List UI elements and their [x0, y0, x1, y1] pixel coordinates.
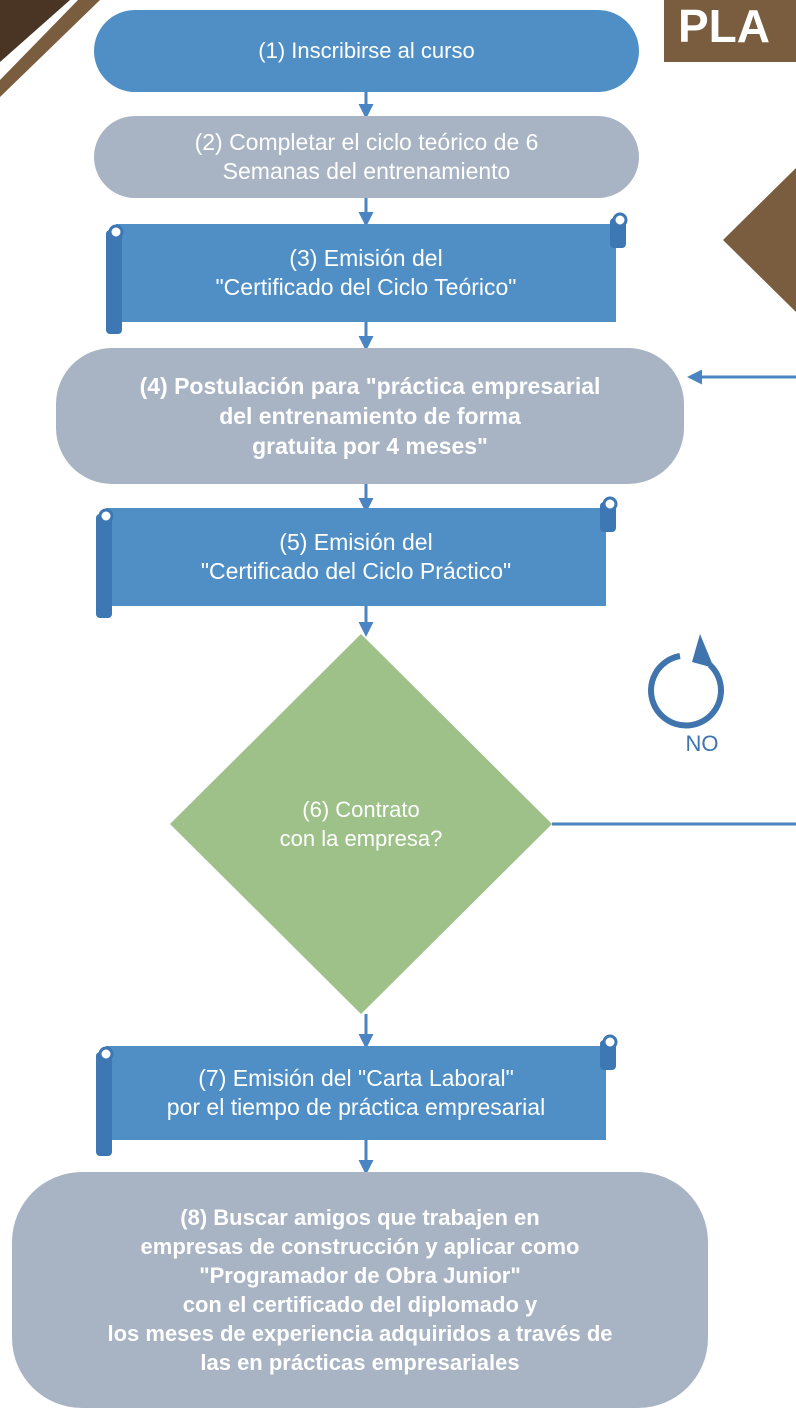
loop-arrow-icon — [648, 634, 724, 729]
step-5-text-box: (5) Emisión del "Certificado del Ciclo P… — [106, 508, 606, 606]
step-1-enroll: (1) Inscribirse al curso — [94, 10, 639, 92]
step-4-label: (4) Postulación para "práctica empresari… — [139, 373, 601, 459]
step-1-label: (1) Inscribirse al curso — [258, 38, 475, 63]
step-6-label: (6) Contrato con la empresa? — [279, 797, 443, 851]
brown-arrow-shape — [723, 168, 796, 312]
step-4-apply-internship: (4) Postulación para "práctica empresari… — [56, 348, 684, 484]
scroll-shape — [96, 496, 618, 618]
step-3-text-box: (3) Emisión del "Certificado del Ciclo T… — [116, 224, 616, 322]
step-8-find-job: (8) Buscar amigos que trabajen en empres… — [12, 1172, 708, 1408]
scroll-shape — [96, 1034, 618, 1156]
step-2-theory-cycle: (2) Completar el ciclo teórico de 6 Sema… — [94, 116, 639, 198]
step-3-certificate-theory: (3) Emisión del "Certificado del Ciclo T… — [104, 208, 632, 336]
step-5-label: (5) Emisión del "Certificado del Ciclo P… — [200, 529, 512, 584]
scroll-shape — [106, 212, 628, 334]
step-7-text-box: (7) Emisión del "Carta Laboral" por el t… — [106, 1046, 606, 1140]
step-3-label: (3) Emisión del "Certificado del Ciclo T… — [215, 245, 517, 300]
step-8-label: (8) Buscar amigos que trabajen en empres… — [107, 1205, 613, 1375]
step-7-label: (7) Emisión del "Carta Laboral" por el t… — [166, 1065, 546, 1120]
corner-stripe-dark — [0, 0, 70, 62]
loop-no-label: NO — [685, 731, 719, 756]
corner-stripe-light — [0, 0, 100, 97]
page-title: PLA — [664, 0, 796, 62]
step-5-certificate-practice: (5) Emisión del "Certificado del Ciclo P… — [94, 492, 622, 620]
diamond-shape — [170, 634, 552, 1014]
step-7-work-letter: (7) Emisión del "Carta Laboral" por el t… — [94, 1030, 622, 1158]
step-6-text-box: (6) Contrato con la empresa? — [261, 764, 461, 884]
step-6-decision-contract: (6) Contrato con la empresa? — [170, 634, 552, 1014]
step-2-label: (2) Completar el ciclo teórico de 6 Sema… — [194, 129, 539, 184]
